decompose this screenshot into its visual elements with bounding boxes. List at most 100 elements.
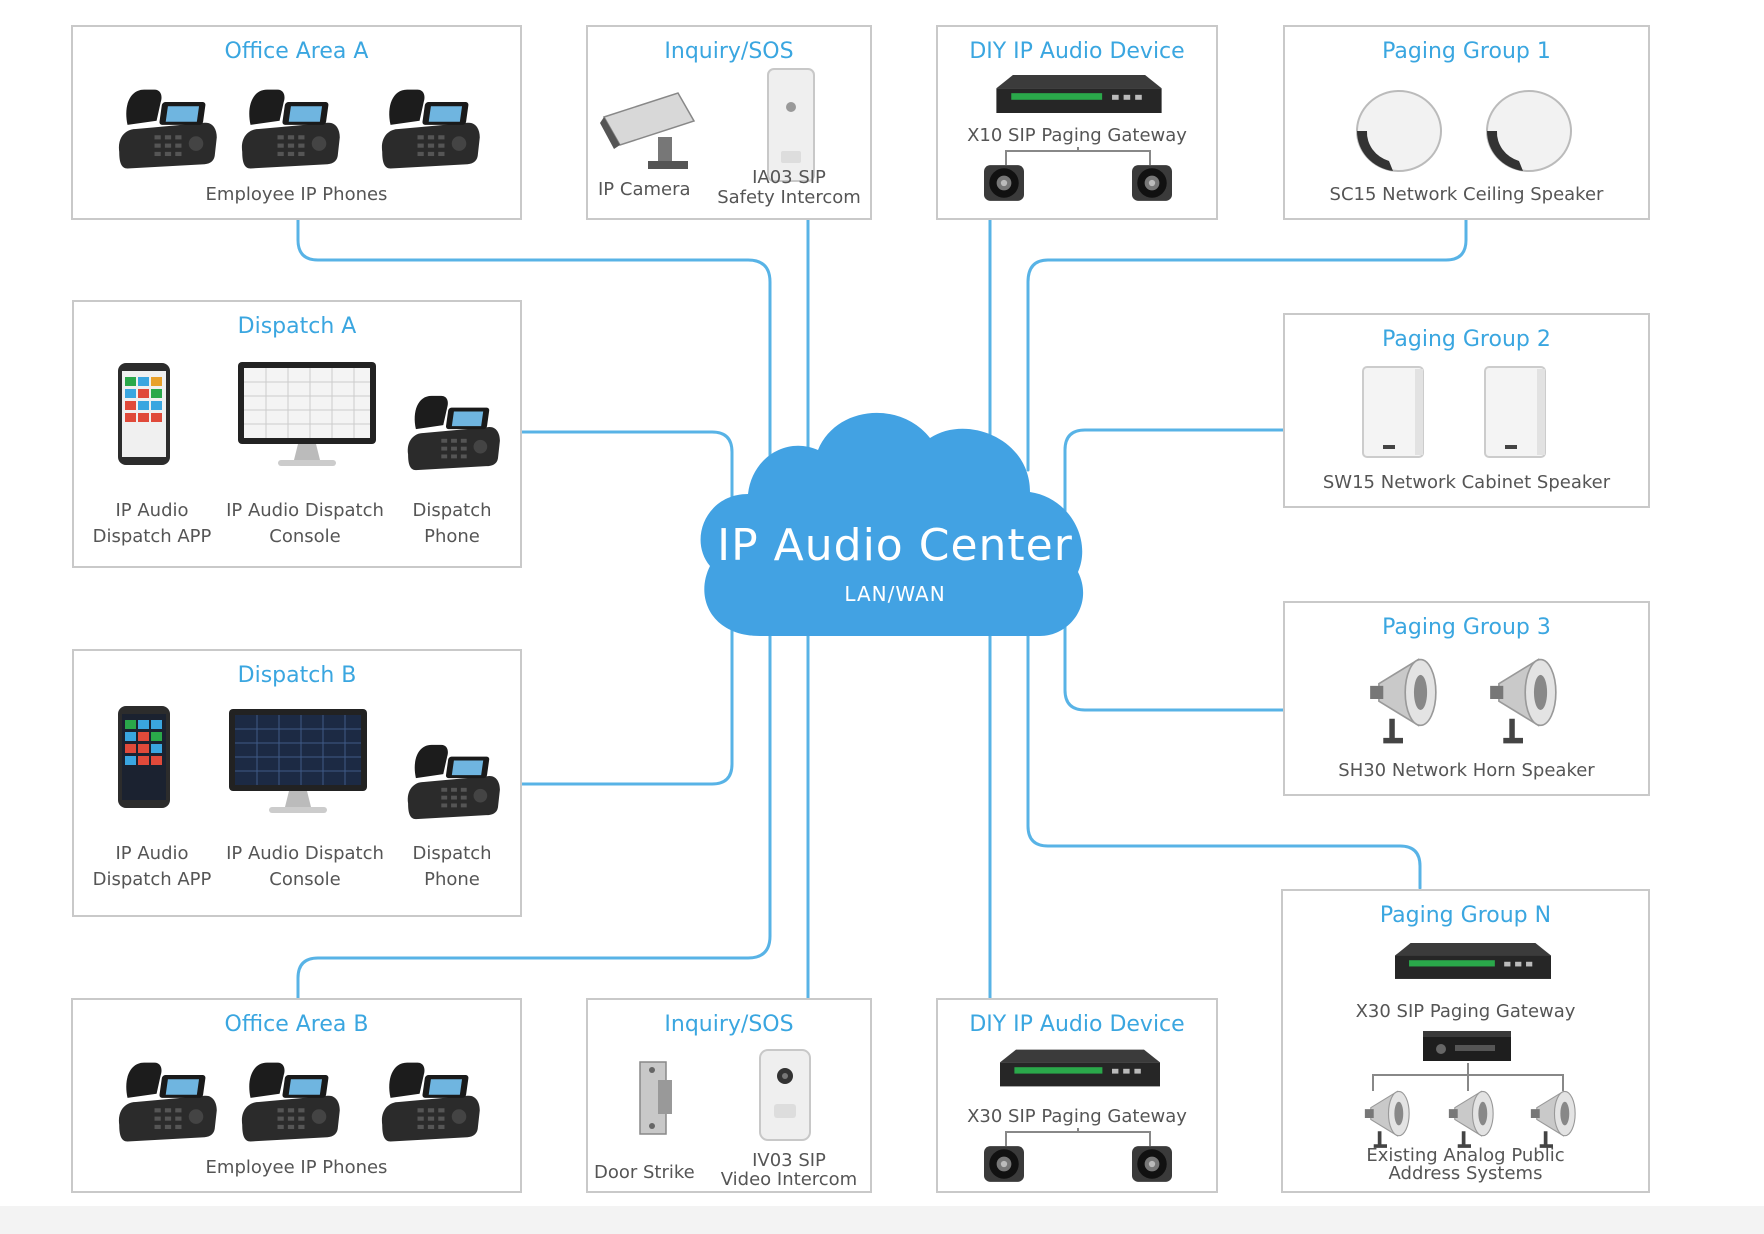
center-title: IP Audio Center [717,520,1073,571]
paging-group-2-label: SW15 Network Cabinet Speaker [1322,472,1611,493]
ip-phone-icon [381,89,480,169]
ceiling-speaker-icon [1486,90,1572,172]
door-strike-label: Door Strike [594,1162,695,1183]
x30-gateway-icon [1395,943,1551,979]
intercom-label-line1: IA03 SIP [752,167,826,188]
dispatch-b-app-label-2: Dispatch APP [92,869,212,890]
video-intercom-label-line1: IV03 SIP [752,1150,826,1171]
diy-audio-device-top-box: DIY IP Audio Device X10 SIP Paging Gatew… [936,25,1218,220]
horn-speaker-icon [1529,1089,1577,1148]
paging-group-n-box: Paging Group N X30 SIP Paging Gateway Ex… [1281,889,1650,1193]
link-office-b [296,618,772,1000]
cabinet-speaker-icon [1484,366,1546,458]
speaker-icon [1132,165,1172,201]
horn-speaker-icon [1447,1089,1495,1148]
analog-wiring [1372,1063,1564,1091]
paging-group-1-box: Paging Group 1 SC15 Network Ceiling Spea… [1283,25,1650,220]
ip-phone-icon [381,1062,480,1142]
diy-audio-device-bottom-box: DIY IP Audio Device X30 SIP Paging Gatew… [936,998,1218,1193]
dispatch-b-app-label-1: IP Audio [115,843,189,864]
dispatch-app-icon [118,363,170,465]
cloud-shape [700,412,1084,636]
center-subtitle: LAN/WAN [844,582,946,606]
ip-phone-icon [241,89,340,169]
link-dispatch-a [518,430,734,542]
link-paging-3 [1063,618,1285,712]
ip-camera-label: IP Camera [598,179,691,200]
link-paging-n [1026,618,1422,890]
office-area-a-label: Employee IP Phones [205,184,388,205]
speaker-icon [1132,1146,1172,1182]
dispatch-a-console-label-1: IP Audio Dispatch [226,500,384,521]
dispatch-a-phone-label-2: Phone [424,526,480,547]
horn-speaker-icon [1365,653,1441,745]
link-dispatch-b [518,618,734,786]
paging-group-n-analog-label-1: Existing Analog Public [1366,1145,1565,1166]
paging-group-n-analog-label-2: Address Systems [1388,1163,1543,1184]
inquiry-sos-top-title: Inquiry/SOS [664,39,794,64]
paging-group-1-title: Paging Group 1 [1382,39,1551,64]
speaker-wiring [1005,1128,1151,1146]
dispatch-a-app-label-1: IP Audio [115,500,189,521]
link-paging-2 [1063,428,1285,522]
speaker-icon [984,1146,1024,1182]
intercom-label-line2: Safety Intercom [717,187,861,208]
link-office-a [296,218,772,522]
office-area-a-title: Office Area A [224,39,369,64]
video-intercom-label-line2: Video Intercom [720,1169,858,1190]
paging-group-3-label: SH30 Network Horn Speaker [1338,760,1595,781]
horn-speaker-icon [1485,653,1561,745]
dispatch-console-icon [238,362,376,466]
dispatch-b-phone-label-2: Phone [424,869,480,890]
ip-phone-icon [241,1062,340,1142]
ip-phone-icon [118,89,217,169]
diy-audio-device-top-title: DIY IP Audio Device [969,39,1185,64]
diy-top-label: X10 SIP Paging Gateway [967,125,1187,146]
dispatch-a-box: Dispatch A IP Audio Dispatch APP IP Audi… [72,300,522,568]
dispatch-b-title: Dispatch B [237,663,357,688]
dispatch-app-icon [118,706,170,808]
horn-speaker-icon [1363,1089,1411,1148]
diy-audio-device-bottom-title: DIY IP Audio Device [969,1012,1185,1037]
diy-bottom-label: X30 SIP Paging Gateway [967,1106,1187,1127]
door-strike-icon [639,1061,672,1135]
dispatch-a-title: Dispatch A [237,314,357,339]
dispatch-phone-icon [407,744,500,820]
dispatch-a-phone-label-1: Dispatch [412,500,492,521]
bottom-strip [0,1206,1764,1234]
safety-intercom-icon [767,68,815,182]
x30-gateway-icon [1000,1049,1160,1087]
cabinet-speaker-icon [1362,366,1424,458]
dispatch-console-icon [229,709,367,813]
office-area-a-box: Office Area A Employee IP Phones [71,25,522,220]
x10-gateway-icon [996,75,1162,113]
inquiry-sos-bottom-box: Inquiry/SOS Door Strike IV03 SIP Video I… [586,998,872,1193]
dispatch-b-box: Dispatch B IP Audio Dispatch APP IP Audi… [72,649,522,917]
speaker-icon [984,165,1024,201]
dispatch-b-phone-label-1: Dispatch [412,843,492,864]
paging-group-n-title: Paging Group N [1379,903,1552,928]
office-area-b-label: Employee IP Phones [205,1157,388,1178]
ceiling-speaker-icon [1356,90,1442,172]
office-area-b-title: Office Area B [224,1012,369,1037]
dispatch-b-console-label-1: IP Audio Dispatch [226,843,384,864]
paging-group-3-title: Paging Group 3 [1382,615,1551,640]
paging-group-3-box: Paging Group 3 SH30 Network Horn Speaker [1283,601,1650,796]
paging-group-n-gateway-label: X30 SIP Paging Gateway [1355,1001,1576,1022]
speaker-wiring [1005,147,1151,165]
ip-camera-icon [600,92,696,169]
dispatch-b-console-label-2: Console [269,869,341,890]
amplifier-icon [1423,1031,1511,1061]
inquiry-sos-top-box: Inquiry/SOS IP Camera IA03 SIP Safety In… [586,25,872,220]
link-paging-1 [1026,218,1468,472]
dispatch-phone-icon [407,395,500,471]
paging-group-2-title: Paging Group 2 [1382,327,1551,352]
dispatch-a-app-label-2: Dispatch APP [92,526,212,547]
dispatch-a-console-label-2: Console [269,526,341,547]
inquiry-sos-bottom-title: Inquiry/SOS [664,1012,794,1037]
video-intercom-icon [759,1049,811,1141]
ip-phone-icon [118,1062,217,1142]
office-area-b-box: Office Area B Employee IP Phones [71,998,522,1193]
paging-group-1-label: SC15 Network Ceiling Speaker [1329,184,1604,205]
